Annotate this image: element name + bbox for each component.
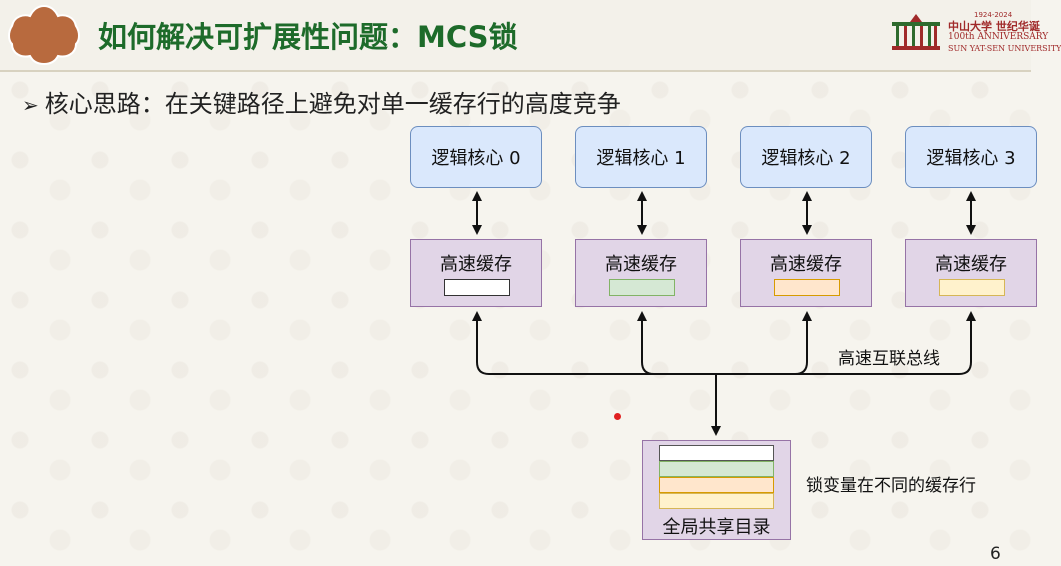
cache-label: 高速缓存 [440,254,512,275]
global-shared-directory: 全局共享目录 [642,440,791,540]
cache-3: 高速缓存 [905,239,1037,307]
university-text: 1924-2024 中山大学 世纪华诞 100th ANNIVERSARY SU… [948,10,1061,54]
cache-label: 高速缓存 [770,254,842,275]
logical-core-0: 逻辑核心 0 [410,126,542,188]
cache-label: 高速缓存 [935,254,1007,275]
cache-1: 高速缓存 [575,239,707,307]
university-name-en: SUN YAT-SEN UNIVERSITY [948,44,1061,53]
cache-line-3 [939,279,1005,296]
directory-line-3 [659,493,774,509]
university-building-icon [892,14,940,50]
bullet-arrow-icon: ➢ [22,93,39,117]
lock-annotation: 锁变量在不同的缓存行 [806,476,976,496]
cache-label: 高速缓存 [605,254,677,275]
directory-line-0 [659,445,774,461]
ornament-logo-icon [8,4,80,66]
cache-line-2 [774,279,840,296]
bus-label: 高速互联总线 [838,349,940,369]
logical-core-1: 逻辑核心 1 [575,126,707,188]
directory-line-1 [659,461,774,477]
cache-2: 高速缓存 [740,239,872,307]
interconnect-wires [472,191,976,436]
bus-branch-3 [716,311,976,375]
page-number: 6 [990,544,1001,564]
bullet-text: 核心思路：在关键路径上避免对单一缓存行的高度竞争 [44,90,621,118]
university-name-cn: 中山大学 世纪华诞 [948,20,1040,33]
bullet-core-idea: ➢核心思路：在关键路径上避免对单一缓存行的高度竞争 [22,84,621,119]
directory-label: 全局共享目录 [662,517,771,538]
university-years: 1924-2024 [974,11,1013,19]
cache-line-0 [444,279,510,296]
slide-header: 如何解决可扩展性问题：MCS锁 1924-2024 中山大学 世纪华诞 100t… [0,0,1061,72]
bus-branch-0 [472,311,716,375]
university-logo: 1924-2024 中山大学 世纪华诞 100th ANNIVERSARY SU… [890,10,1061,54]
directory-line-2 [659,477,774,493]
slide-title: 如何解决可扩展性问题：MCS锁 [98,20,518,54]
logical-core-2: 逻辑核心 2 [740,126,872,188]
laser-pointer-dot [614,413,621,420]
bus-branch-2 [716,311,812,375]
cache-line-1 [609,279,675,296]
university-anniversary: 100th ANNIVERSARY [948,32,1049,42]
logical-core-3: 逻辑核心 3 [905,126,1037,188]
bus-branch-1 [637,311,716,375]
cache-0: 高速缓存 [410,239,542,307]
